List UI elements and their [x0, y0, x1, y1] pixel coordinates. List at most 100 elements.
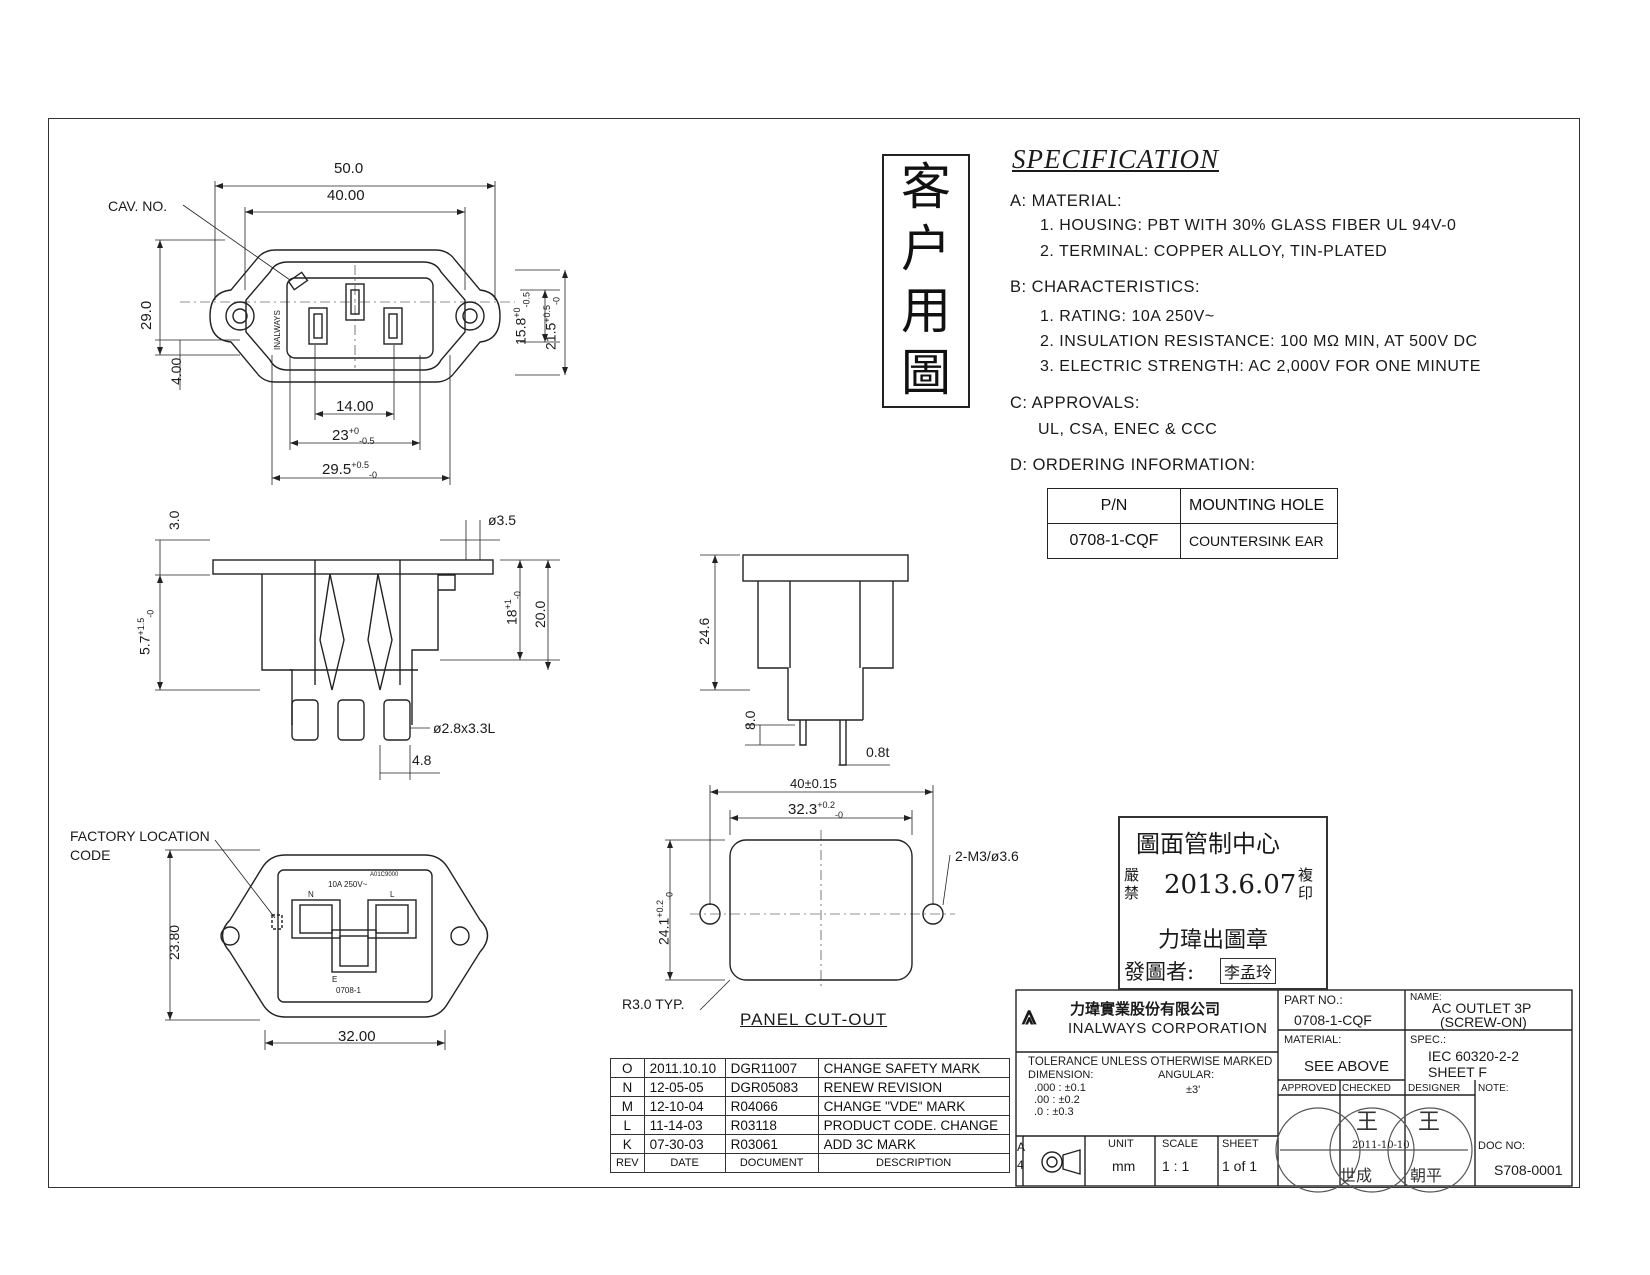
- part-no-value: 0708-1-CQF: [1294, 1012, 1372, 1028]
- designer-label: DESIGNER: [1408, 1083, 1461, 1094]
- factory-location-label: FACTORY LOCATION: [70, 828, 210, 844]
- dim-5-7: 5.7+1.5-0: [136, 609, 156, 655]
- front-pn: 0708-1: [336, 986, 361, 995]
- control-stamp-issuer: 李孟玲: [1220, 958, 1277, 984]
- dim-24-6: 24.6: [696, 617, 712, 645]
- front-code: A01C9000: [370, 872, 399, 878]
- dim-40: 40.00: [327, 187, 365, 204]
- dim-panel-m3: 2-M3/ø3.6: [955, 848, 1019, 864]
- spec-approvals-head: C: APPROVALS:: [1010, 394, 1140, 412]
- customer-drawing-stamp: 客 户 用 圖: [882, 154, 970, 408]
- dim-18: 18+1-0: [503, 591, 523, 625]
- dim-4: 4.00: [168, 357, 184, 385]
- unit-label: UNIT: [1108, 1138, 1134, 1150]
- tolerance-title: TOLERANCE UNLESS OTHERWISE MARKED: [1028, 1056, 1273, 1068]
- part-no-label: PART NO.:: [1284, 993, 1343, 1007]
- control-stamp-mid: 力瑋出圖章: [1158, 928, 1269, 953]
- company-name-cn: 力瑋實業股份有限公司: [1070, 1000, 1221, 1018]
- revision-row: L 11-14-03 R03118 PRODUCT CODE. CHANGE: [610, 1115, 1010, 1135]
- dim-panel-40: 40±0.15: [790, 776, 837, 791]
- spec-terminal: 2. TERMINAL: COPPER ALLOY, TIN-PLATED: [1040, 243, 1388, 260]
- label-cav-no: CAV. NO.: [108, 198, 168, 214]
- dim-21-5: 21.5+0.5-0: [542, 296, 562, 350]
- dim-15-8: 15.8+0-0.5: [512, 291, 532, 345]
- revision-row: O 2011.10.10 DGR11007 CHANGE SAFETY MARK: [610, 1058, 1010, 1078]
- dim-panel-24-1: 24.1+0.2-0: [655, 891, 675, 945]
- seal-sign-2: 王: [1418, 1110, 1441, 1135]
- revision-row: K 07-30-03 R03061 ADD 3C MARK: [610, 1134, 1010, 1154]
- spec-value-1: IEC 60320-2-2: [1428, 1048, 1520, 1064]
- control-stamp-left: 嚴禁: [1124, 866, 1140, 902]
- factory-code-label: CODE: [70, 847, 111, 863]
- name-value-1: AC OUTLET 3P: [1432, 1000, 1532, 1016]
- dim-0-8t: 0.8t: [866, 744, 890, 760]
- company-logo-icon: ⩓: [1022, 1000, 1037, 1030]
- front-e: E: [332, 975, 338, 984]
- spec-material-head: A: MATERIAL:: [1010, 192, 1123, 210]
- spec-rating: 1. RATING: 10A 250V~: [1040, 308, 1215, 325]
- control-stamp-right: 複印: [1298, 866, 1314, 902]
- dim-8: 8.0: [742, 710, 758, 730]
- revision-header-row: REV DATE DOCUMENT DESCRIPTION: [610, 1153, 1010, 1173]
- dim-50: 50.0: [334, 160, 364, 177]
- revision-row: N 12-05-05 DGR05083 RENEW REVISION: [610, 1077, 1010, 1097]
- dim-dia-3-5: ø3.5: [488, 512, 517, 528]
- sheet-label: SHEET: [1222, 1138, 1259, 1150]
- name-value-2: (SCREW-ON): [1440, 1014, 1527, 1030]
- tolerance-dimension: DIMENSION:: [1028, 1069, 1094, 1081]
- approval-seals: [1275, 1107, 1473, 1193]
- title-block-lines: [1015, 989, 1573, 1187]
- scale-label: SCALE: [1162, 1138, 1199, 1150]
- ordering-pn: 0708-1-CQF: [1047, 523, 1181, 559]
- dim-pin: ø2.8x3.3L: [433, 720, 496, 736]
- spec-ordering-head: D: ORDERING INFORMATION:: [1010, 456, 1256, 474]
- tolerance-3dp: .000 : ±0.1: [1034, 1082, 1086, 1094]
- top-view: [155, 181, 566, 485]
- ordering-header-pn: P/N: [1047, 488, 1181, 524]
- brand-mark: INALWAYS: [273, 310, 282, 350]
- dim-29-5: 29.5+0.5-0: [322, 460, 377, 480]
- ordering-mount: COUNTERSINK EAR: [1180, 523, 1338, 559]
- seal-sign-4: 朝平: [1410, 1166, 1443, 1185]
- checked-label: CHECKED: [1342, 1083, 1391, 1094]
- unit-value: mm: [1112, 1158, 1136, 1174]
- scale-value: 1 : 1: [1162, 1158, 1190, 1174]
- front-rating: 10A 250V~: [328, 880, 368, 889]
- seal-date: 2011-10-10: [1352, 1140, 1410, 1151]
- spec-housing: 1. HOUSING: PBT WITH 30% GLASS FIBER UL …: [1040, 217, 1457, 234]
- tolerance-angular: ANGULAR:: [1158, 1069, 1215, 1081]
- seal-sign-1: 王: [1356, 1110, 1379, 1135]
- control-stamp-issuer-label: 發圖者:: [1124, 960, 1195, 984]
- revision-table: O 2011.10.10 DGR11007 CHANGE SAFETY MARK…: [610, 1058, 1010, 1173]
- seal-sign-3: 世成: [1340, 1166, 1373, 1185]
- front-view: [165, 839, 489, 1050]
- doc-no-value: S708-0001: [1494, 1162, 1563, 1178]
- note-label: NOTE:: [1478, 1083, 1509, 1094]
- dim-3: 3.0: [166, 510, 182, 530]
- spec-electric-strength: 3. ELECTRIC STRENGTH: AC 2,000V FOR ONE …: [1040, 358, 1481, 375]
- projection-a: A: [1017, 1140, 1026, 1154]
- front-n: N: [308, 890, 314, 899]
- dim-4-8: 4.8: [412, 752, 432, 768]
- dim-14: 14.00: [336, 398, 374, 415]
- tolerance-2dp: .00 : ±0.2: [1034, 1094, 1080, 1106]
- drawing-control-stamp: 圖面管制中心 嚴禁 2013.6.07 複印 力瑋出圖章 發圖者: 李孟玲: [1118, 816, 1328, 990]
- dim-23-8: 23.80: [166, 924, 182, 960]
- spec-title: SPECIFICATION: [1012, 144, 1219, 174]
- dim-29: 29.0: [138, 300, 155, 330]
- projection-4: 4: [1017, 1158, 1024, 1172]
- profile-view: [700, 554, 909, 766]
- material-value: SEE ABOVE: [1304, 1058, 1390, 1075]
- spec-insulation: 2. INSULATION RESISTANCE: 100 MΩ MIN, AT…: [1040, 333, 1478, 350]
- tolerance-1dp: .0 : ±0.3: [1034, 1106, 1074, 1118]
- side-view: [155, 520, 560, 780]
- revision-row: M 12-10-04 R04066 CHANGE "VDE" MARK: [610, 1096, 1010, 1116]
- ordering-table: P/N MOUNTING HOLE 0708-1-CQF COUNTERSINK…: [1047, 488, 1338, 559]
- control-stamp-date: 2013.6.07: [1164, 870, 1297, 900]
- dim-23: 23+0-0.5: [332, 426, 375, 446]
- approved-label: APPROVED: [1281, 1083, 1337, 1094]
- ordering-header-mount: MOUNTING HOLE: [1180, 488, 1338, 524]
- drawing-frame: [48, 118, 1580, 1188]
- tolerance-angle-value: ±3': [1186, 1084, 1201, 1096]
